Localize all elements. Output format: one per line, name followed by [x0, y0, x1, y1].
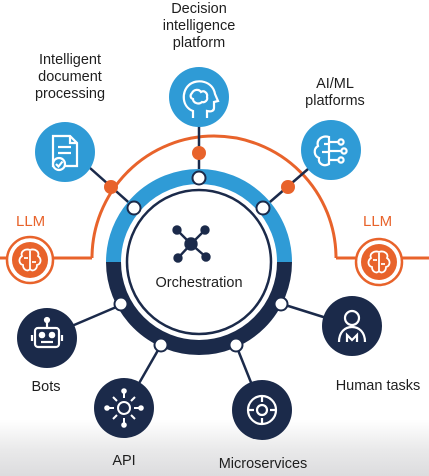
- orange-dot: [104, 180, 118, 194]
- document-check-icon: [51, 134, 79, 172]
- label-microservices: Microservices: [218, 456, 308, 472]
- llm-left-node: [5, 235, 55, 285]
- node-aiml: [301, 120, 361, 180]
- connector-dot: [113, 296, 129, 312]
- label-aiml-line-1: AI/ML: [316, 76, 354, 92]
- orange-dot: [192, 146, 206, 160]
- llm-brain-icon: [18, 248, 42, 272]
- llm-right-node: [354, 237, 404, 287]
- network-hub-icon: [172, 225, 211, 263]
- connector-dot: [126, 200, 142, 216]
- label-api: API: [112, 453, 136, 469]
- node-idp: [35, 122, 95, 182]
- label-idp: Intelligent document processing: [20, 52, 120, 103]
- node-dip: [169, 67, 229, 127]
- connector-dot: [273, 296, 289, 312]
- connector-dot: [255, 200, 271, 216]
- node-api: [94, 378, 154, 438]
- node-bots: [17, 308, 77, 368]
- node-human-tasks: [322, 296, 382, 356]
- label-bots: Bots: [31, 379, 61, 395]
- llm-brain-icon: [367, 250, 391, 274]
- label-idp-line-3: processing: [34, 86, 106, 102]
- label-idp-line-2: document: [38, 69, 102, 85]
- connector-dot: [191, 170, 207, 186]
- person-icon: [337, 309, 367, 343]
- microservices-gear-icon: [246, 394, 278, 426]
- connector-dot: [153, 337, 169, 353]
- llm-left-label: LLM: [16, 213, 46, 230]
- robot-icon: [30, 316, 64, 349]
- label-dip-line-1: Decision: [171, 1, 227, 17]
- label-dip: Decision intelligence platform: [146, 1, 252, 52]
- label-dip-line-2: intelligence: [162, 18, 236, 34]
- label-aiml-line-2: platforms: [305, 93, 365, 109]
- brain-head-icon: [182, 80, 220, 118]
- connector-dot: [228, 337, 244, 353]
- orange-arc: [90, 134, 338, 259]
- node-microservices: [232, 380, 292, 440]
- orange-dot: [281, 180, 295, 194]
- center-label: Orchestration: [155, 275, 243, 291]
- llm-right-label: LLM: [363, 213, 393, 230]
- inner-ring: [125, 188, 273, 336]
- label-dip-line-3: platform: [172, 35, 226, 51]
- label-idp-line-1: Intelligent: [38, 52, 102, 68]
- api-gear-icon: [104, 388, 144, 428]
- ai-brain-circuit-icon: [313, 135, 348, 167]
- label-aiml: AI/ML platforms: [295, 76, 375, 110]
- label-human-tasks: Human tasks: [335, 378, 421, 394]
